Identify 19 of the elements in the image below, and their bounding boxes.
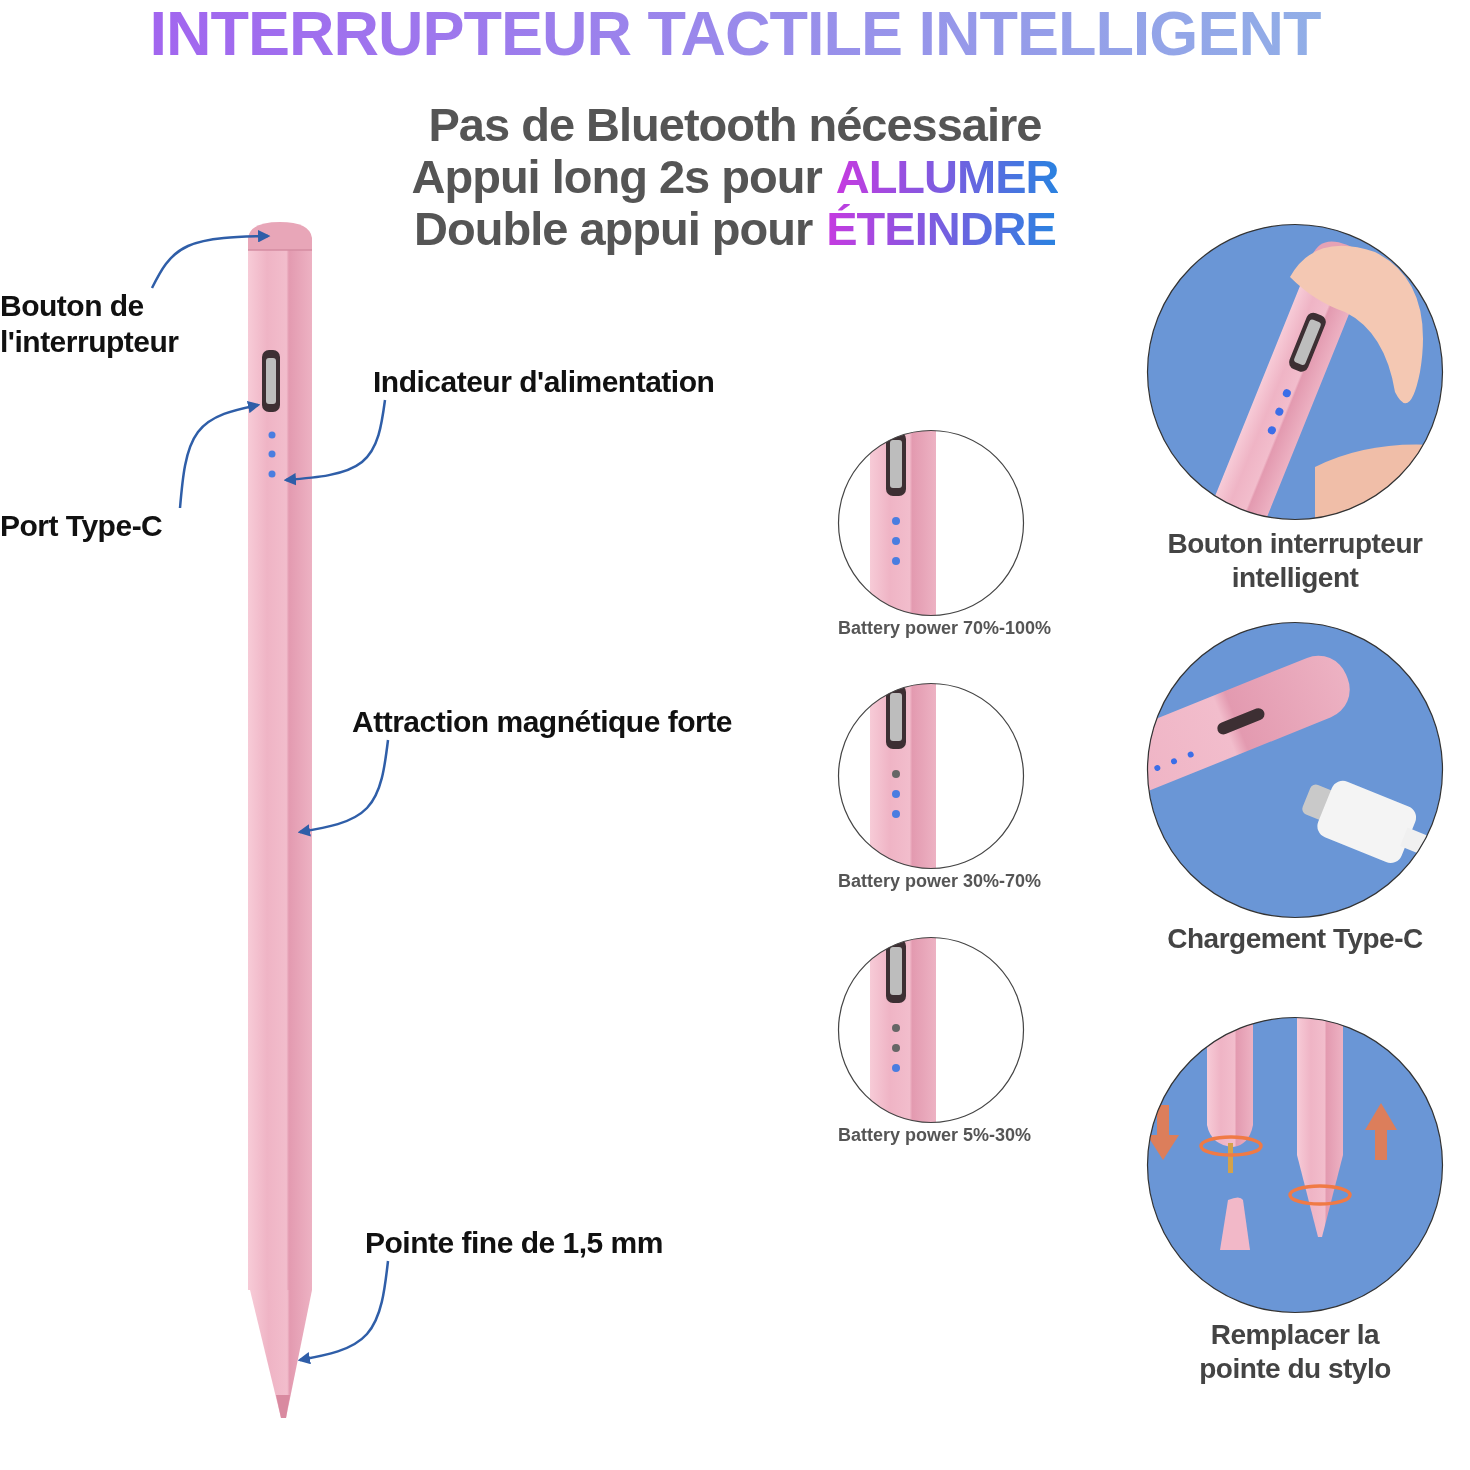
callout-label: Indicateur d'alimentation <box>373 364 833 400</box>
subtitle-text: Appui long 2s pour <box>411 150 822 204</box>
callout-label: Port Type-C <box>0 508 205 544</box>
curved-arrow <box>283 399 387 486</box>
feature-label: Chargement Type-C <box>1166 922 1424 956</box>
callout-label: Bouton de l'interrupteur <box>0 288 240 360</box>
curved-arrow <box>150 230 271 289</box>
callout-label: Pointe fine de 1,5 mm <box>365 1225 745 1261</box>
feature-label: Bouton interrupteur intelligent <box>1166 527 1424 595</box>
battery-level-label: Battery power 5%-30% <box>838 1125 1032 1146</box>
battery-level-label: Battery power 30%-70% <box>838 871 1042 892</box>
callout-label: Attraction magnétique forte <box>352 704 842 740</box>
curved-arrow <box>297 1260 390 1365</box>
curved-arrow <box>297 739 390 837</box>
curved-arrow <box>178 400 261 509</box>
feature-label: Remplacer la pointe du stylo <box>1198 1318 1392 1386</box>
subtitle-text: Pas de Bluetooth nécessaire <box>428 98 1042 152</box>
subtitle-text: Double appui pour <box>414 202 813 256</box>
battery-level-label: Battery power 70%-100% <box>838 618 1052 639</box>
